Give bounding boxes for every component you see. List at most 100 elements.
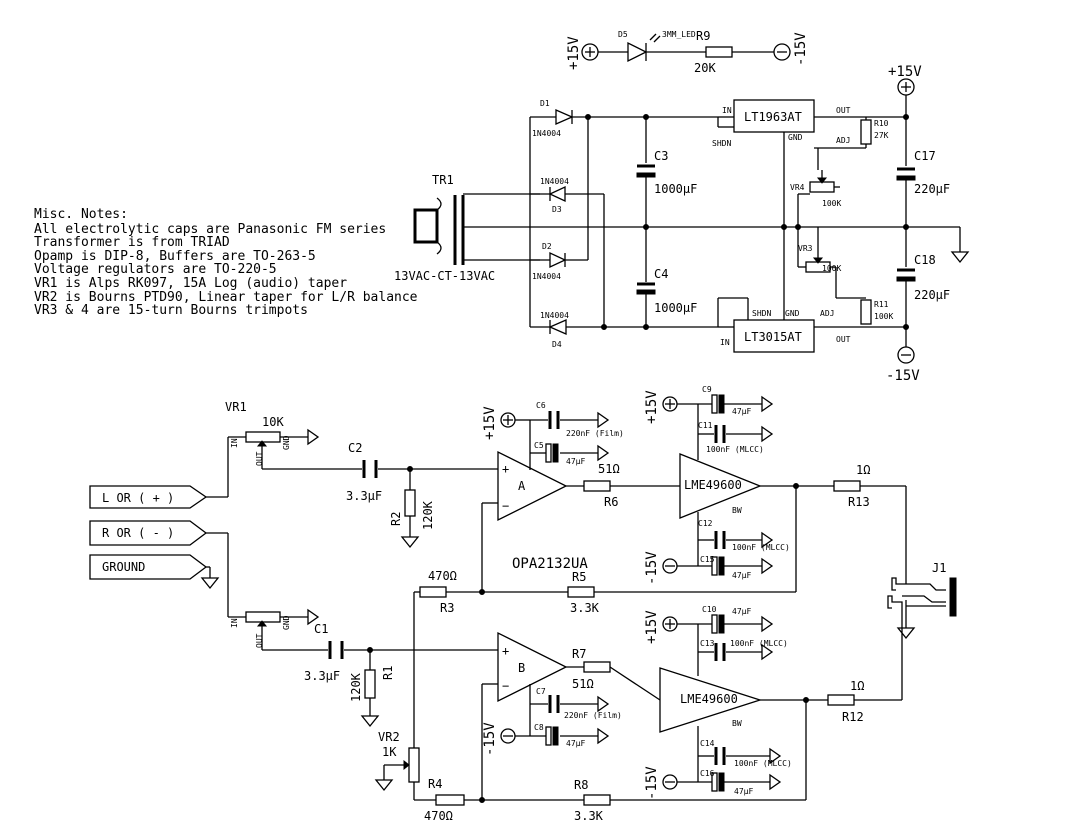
ground-symbol [769, 773, 782, 791]
cap-value: 100nF (MLCC) [734, 759, 792, 768]
pin-label: ADJ [836, 136, 850, 145]
input-label: GROUND [102, 560, 145, 574]
pin-label: ADJ [820, 309, 834, 318]
opamp-pin: + [502, 644, 509, 658]
rail-label: -15V [793, 32, 809, 66]
regulator-part: LT3015AT [744, 330, 802, 344]
resistor-value: 470Ω [428, 569, 457, 583]
transformer-ref: TR1 [432, 173, 454, 187]
diode-ref: D2 [542, 242, 552, 251]
minus-rail-symbol [897, 346, 915, 364]
diode-ref: D1 [540, 99, 550, 108]
ground-symbol [761, 531, 774, 549]
cap-ref: C16 [700, 769, 715, 778]
input-connector-ground [89, 554, 208, 580]
resistor-ref: R8 [574, 778, 588, 792]
pin-label: GND [282, 615, 291, 630]
resistor-ref: R2 [389, 512, 403, 526]
potentiometer-vr1-right [245, 611, 281, 623]
ground-symbol [597, 444, 610, 462]
led-ref: D5 [618, 30, 628, 39]
trimpot-value: 100K [822, 199, 841, 208]
buffer-part: LME49600 [680, 692, 738, 706]
cap-ref: C11 [698, 421, 713, 430]
rail-label: +15V [644, 610, 660, 644]
resistor-ref: R3 [440, 601, 454, 615]
pot-ref: VR1 [225, 400, 247, 414]
cap-value: 220µF [914, 182, 950, 196]
cap-value: 47µF [732, 571, 751, 580]
ground-symbol [400, 536, 420, 549]
resistor-ref: R4 [428, 777, 442, 791]
note-line: VR1 is Alps RK097, 15A Log (audio) taper [34, 276, 347, 291]
opamp-pin: + [502, 462, 509, 476]
cap-value: 1000µF [654, 182, 697, 196]
ground-symbol [200, 577, 220, 590]
note-line: VR3 & 4 are 15-turn Bourns trimpots [34, 303, 308, 318]
resistor-r4 [435, 794, 465, 806]
diode-ref: D4 [552, 340, 562, 349]
note-line: Transformer is from TRIAD [34, 235, 230, 250]
pot-value: 1K [382, 745, 397, 759]
buffer-a [679, 453, 762, 519]
pin-label: IN [230, 438, 239, 448]
pin-label: GND [785, 309, 800, 318]
minus-rail-symbol [773, 43, 791, 61]
opamp-a [497, 450, 568, 522]
cap-ref: C14 [700, 739, 715, 748]
cap-ref: C18 [914, 253, 936, 267]
opamp-channel: A [518, 479, 526, 493]
trimpot-ref: VR3 [798, 244, 813, 253]
resistor-ref: R12 [842, 710, 864, 724]
amplifier: VR1 10K IN GND OUT L OR ( + ) R OR ( - )… [89, 385, 957, 823]
rail-label: +15V [644, 390, 660, 424]
input-connector-right [89, 520, 208, 546]
cap-value: 220µF [914, 288, 950, 302]
pin-label: OUT [255, 633, 264, 648]
jack-body [949, 577, 957, 617]
rail-label: -15V [886, 368, 920, 384]
pin-label: IN [720, 338, 730, 347]
resistor-r6 [583, 480, 611, 492]
resistor-r11 [860, 299, 872, 325]
potentiometer-vr1 [245, 431, 281, 443]
note-line: Opamp is DIP-8, Buffers are TO-263-5 [34, 249, 316, 264]
cap-value: 220nF (Film) [564, 711, 622, 720]
resistor-r3 [419, 586, 447, 598]
pin-label: SHDN [712, 139, 731, 148]
cap-value: 47µF [732, 607, 751, 616]
potentiometer-vr2 [408, 747, 420, 783]
ground-symbol [597, 727, 610, 745]
ground-symbol [307, 608, 320, 626]
led-indicator: +15V D5 3MM_LED R9 20K -15V [566, 29, 809, 75]
diode-ref: D3 [552, 205, 562, 214]
diode-part: 1N4004 [532, 272, 561, 281]
resistor-ref: R5 [572, 570, 586, 584]
cap-ref: C9 [702, 385, 712, 394]
cap-value: 47µF [732, 407, 751, 416]
ground-symbol [307, 428, 320, 446]
resistor-ref: R1 [381, 666, 395, 680]
pin-label: IN [722, 106, 732, 115]
cap-ref: C8 [534, 723, 544, 732]
cap-value: 1000µF [654, 301, 697, 315]
resistor-value: 1Ω [856, 463, 870, 477]
cap-ref: C4 [654, 267, 668, 281]
input-label: L OR ( + ) [102, 491, 174, 505]
resistor-value: 470Ω [424, 809, 453, 823]
jack-ref: J1 [932, 561, 946, 575]
diode-part: 1N4004 [540, 177, 569, 186]
resistor-ref: R9 [696, 29, 710, 43]
note-line: VR2 is Bourns PTD90, Linear taper for L/… [34, 290, 418, 305]
note-line: All electrolytic caps are Panasonic FM s… [34, 222, 386, 237]
ground-symbol [761, 643, 774, 661]
cap-value: 100nF (MLCC) [730, 639, 788, 648]
ground-symbol [597, 411, 610, 429]
resistor-r1 [364, 669, 376, 699]
cap-ref: C15 [700, 555, 715, 564]
ground-symbol [769, 747, 782, 765]
opamp-pin: − [502, 679, 509, 693]
led-symbol [627, 41, 648, 63]
notes-block: Misc. Notes: All electrolytic caps are P… [34, 207, 418, 318]
cap-ref: C5 [534, 441, 544, 450]
